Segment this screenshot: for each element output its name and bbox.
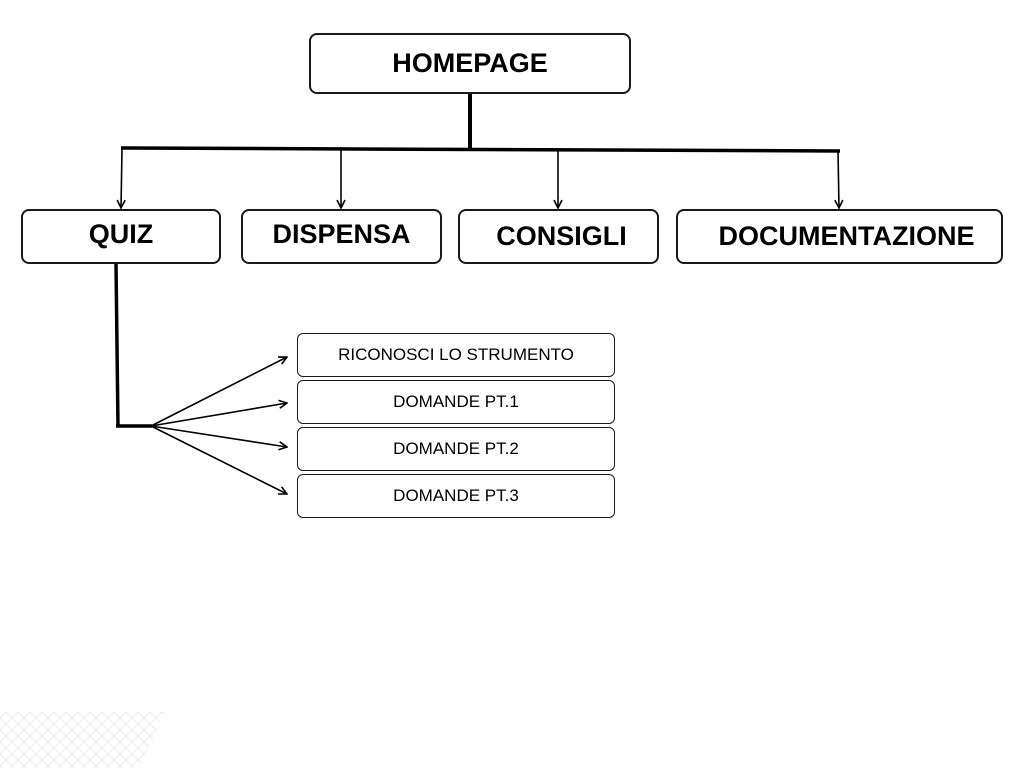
domande-pt2-node[interactable]: DOMANDE PT.2 bbox=[297, 427, 615, 471]
riconosci-lo-strumento-node[interactable]: RICONOSCI LO STRUMENTO bbox=[297, 333, 615, 377]
arrow-to-domande-2 bbox=[150, 425, 287, 447]
arrow-to-documentazione bbox=[838, 150, 839, 208]
watermark-pattern bbox=[0, 712, 165, 768]
dispensa-node[interactable]: DISPENSA bbox=[241, 209, 442, 264]
consigli-node[interactable]: CONSIGLI bbox=[458, 209, 659, 264]
section-bus-line bbox=[120, 146, 841, 153]
arrow-to-domande-1 bbox=[150, 403, 287, 427]
quiz-node[interactable]: QUIZ bbox=[21, 209, 221, 264]
arrow-to-quiz bbox=[121, 148, 122, 208]
homepage-node[interactable]: HOMEPAGE bbox=[309, 33, 631, 94]
documentazione-node[interactable]: DOCUMENTAZIONE bbox=[676, 209, 1003, 264]
arrow-to-domande-3 bbox=[150, 425, 287, 494]
domande-pt3-node[interactable]: DOMANDE PT.3 bbox=[297, 474, 615, 518]
quiz-branch-vertical bbox=[114, 263, 120, 428]
domande-pt1-node[interactable]: DOMANDE PT.1 bbox=[297, 380, 615, 424]
arrow-to-riconosci bbox=[150, 357, 287, 427]
